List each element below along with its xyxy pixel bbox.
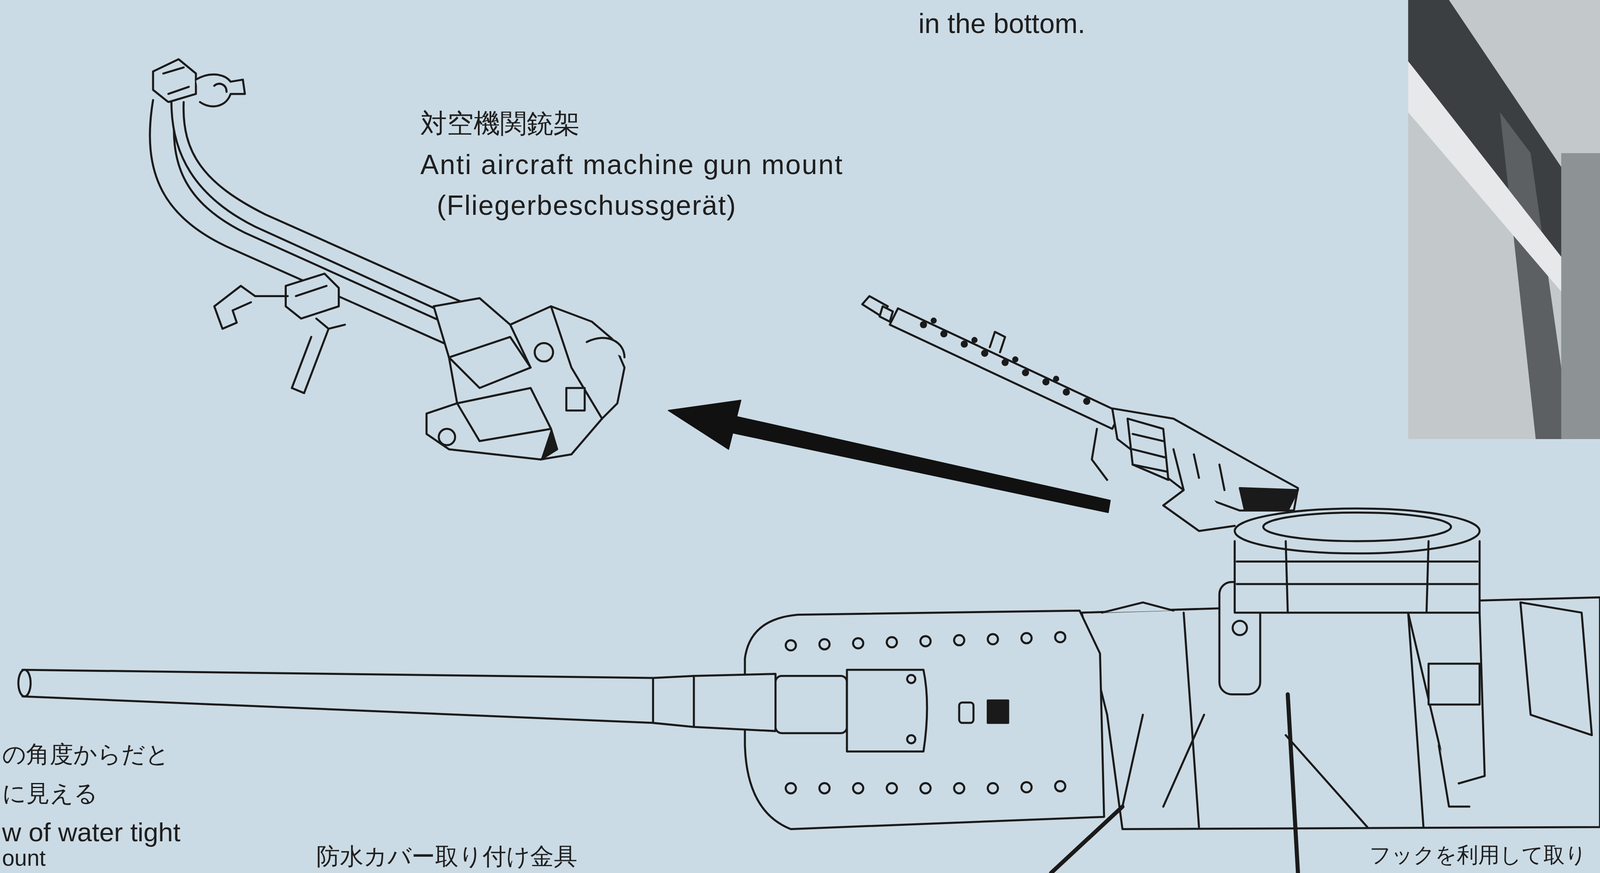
label-text: ount bbox=[2, 844, 46, 871]
turret-drawing bbox=[1081, 508, 1600, 829]
label-text: に見える bbox=[2, 779, 98, 807]
photo bbox=[1407, 0, 1600, 439]
aa-mount-drawing bbox=[150, 59, 625, 460]
label-text: 防水カバー取り付け金具 bbox=[316, 842, 578, 870]
leader-line bbox=[1050, 806, 1123, 873]
gun-drawing bbox=[18, 610, 1105, 829]
label-text: Anti aircraft machine gun mount bbox=[420, 149, 844, 181]
pointer-arrow bbox=[668, 399, 1111, 513]
label-text: (Fliegerbeschussgerät) bbox=[436, 189, 737, 222]
leader-line bbox=[1287, 693, 1298, 873]
label-text: w of water tight bbox=[2, 816, 181, 847]
label-text: 対空機関銃架 bbox=[420, 108, 580, 139]
label-text: の角度からだと bbox=[2, 740, 170, 768]
label-text: フックを利用して取り bbox=[1369, 842, 1587, 868]
label-text: in the bottom. bbox=[918, 8, 1086, 40]
machine-gun-drawing bbox=[862, 296, 1299, 532]
jacket-holes bbox=[919, 317, 1091, 406]
